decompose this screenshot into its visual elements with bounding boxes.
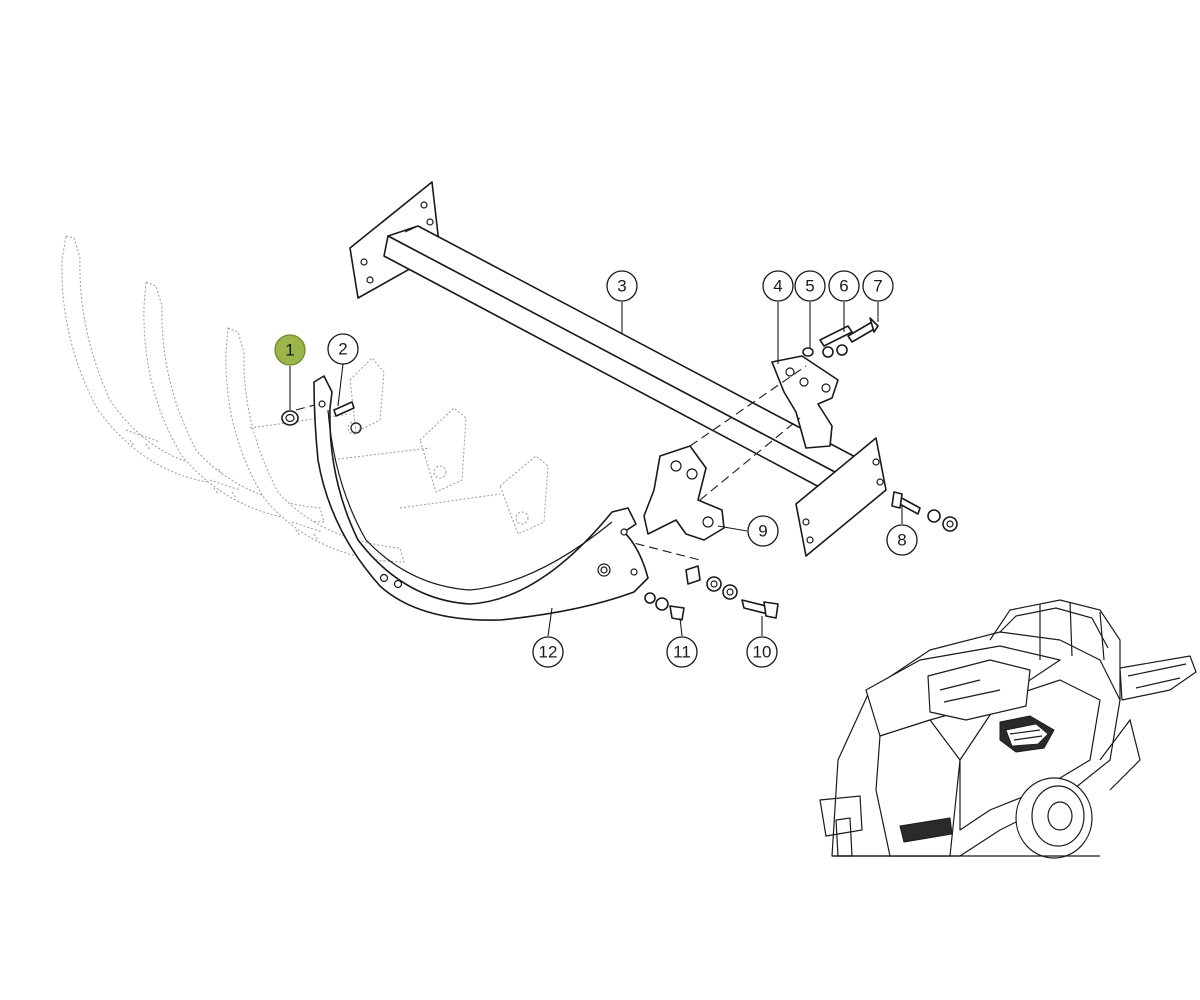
ghost-tines: [61, 235, 549, 563]
callout-8[interactable]: 8: [886, 524, 918, 556]
callout-5[interactable]: 5: [794, 270, 826, 302]
callout-10[interactable]: 10: [746, 636, 778, 668]
bolts-10-11: [644, 565, 779, 621]
callout-3[interactable]: 3: [606, 270, 638, 302]
lower-bracket: [643, 445, 725, 541]
leader-lines: [289, 302, 903, 637]
callout-6[interactable]: 6: [828, 270, 860, 302]
callout-12[interactable]: 12: [532, 636, 564, 668]
baler-overview-illustration: [819, 599, 1197, 859]
callout-1[interactable]: 1: [274, 334, 306, 366]
main-tine: [313, 375, 649, 621]
bolts-5-6-7: [802, 317, 879, 358]
cross-beam: [349, 181, 887, 557]
bolt-set-8: [891, 491, 958, 532]
upper-bracket: [771, 355, 839, 449]
callout-2[interactable]: 2: [327, 333, 359, 365]
callout-4[interactable]: 4: [762, 270, 794, 302]
nut-and-pin: [281, 401, 362, 434]
callout-11[interactable]: 11: [666, 636, 698, 668]
callout-7[interactable]: 7: [862, 270, 894, 302]
callout-9[interactable]: 9: [747, 515, 779, 547]
